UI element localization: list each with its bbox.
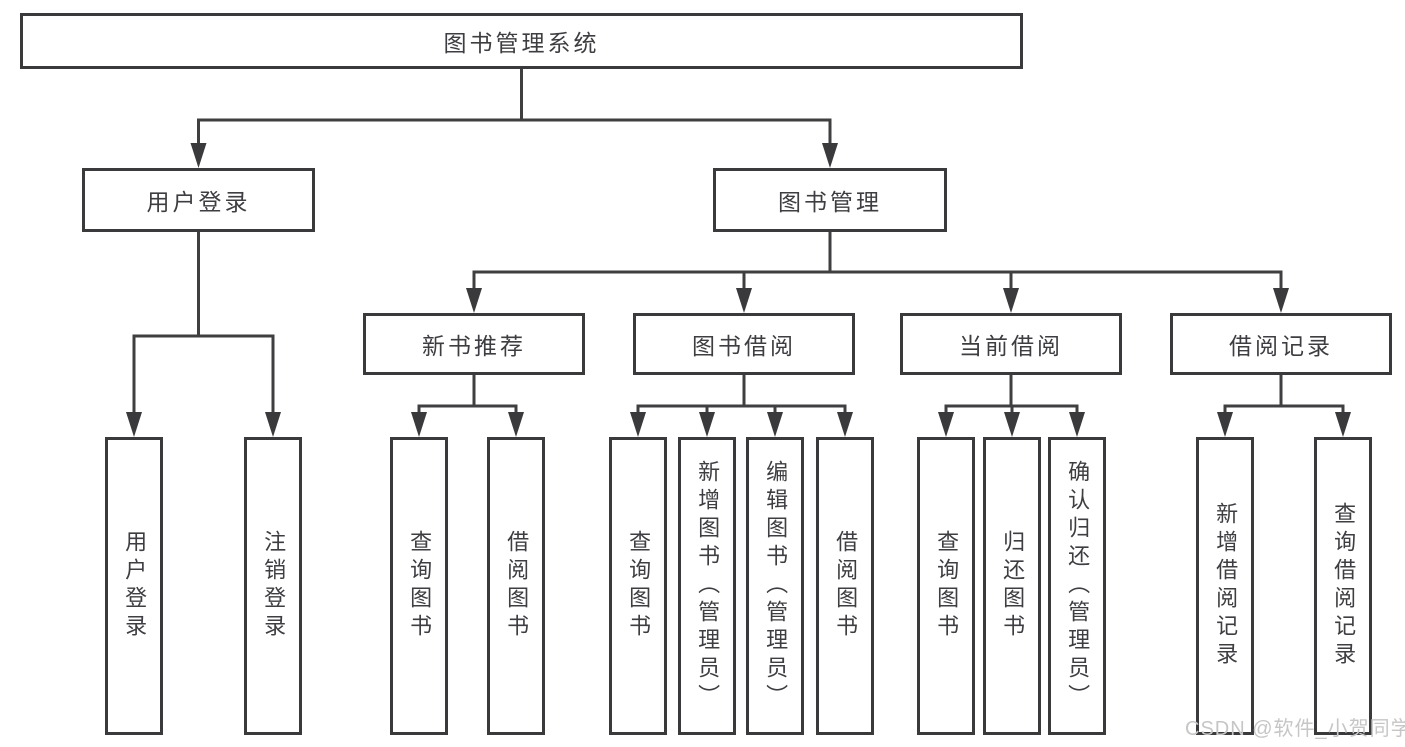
leaf-nb-query-books: 查询图书 xyxy=(390,437,448,735)
leaf-bb-query-books-label: 查询图书 xyxy=(626,530,652,642)
leaf-nb-borrow-books-label: 借阅图书 xyxy=(504,530,530,642)
node-root: 图书管理系统 xyxy=(20,13,1023,69)
leaf-nb-query-books-label: 查询图书 xyxy=(407,530,433,642)
leaf-bb-add-books-admin-label: 新增图书（管理员） xyxy=(695,460,721,712)
leaf-user-login-label: 用户登录 xyxy=(122,530,148,642)
node-borrow-records: 借阅记录 xyxy=(1170,313,1392,375)
node-book-borrow: 图书借阅 xyxy=(633,313,855,375)
leaf-nb-borrow-books: 借阅图书 xyxy=(487,437,545,735)
leaf-cb-confirm-return-admin-label: 确认归还（管理员） xyxy=(1065,460,1091,712)
leaf-bb-query-books: 查询图书 xyxy=(609,437,667,735)
node-book-management-label: 图书管理 xyxy=(778,189,882,215)
node-new-book-recommend: 新书推荐 xyxy=(363,313,585,375)
leaf-logout: 注销登录 xyxy=(244,437,302,735)
node-current-borrow-label: 当前借阅 xyxy=(959,333,1063,359)
leaf-bb-borrow-books-label: 借阅图书 xyxy=(833,530,859,642)
leaf-br-query-record-label: 查询借阅记录 xyxy=(1331,502,1357,670)
leaf-logout-label: 注销登录 xyxy=(261,530,287,642)
leaf-br-add-record-label: 新增借阅记录 xyxy=(1213,502,1239,670)
node-book-management: 图书管理 xyxy=(713,168,947,232)
leaf-bb-edit-books-admin: 编辑图书（管理员） xyxy=(746,437,804,735)
leaf-bb-add-books-admin: 新增图书（管理员） xyxy=(678,437,736,735)
leaf-bb-borrow-books: 借阅图书 xyxy=(816,437,874,735)
leaf-br-add-record: 新增借阅记录 xyxy=(1196,437,1254,735)
node-book-borrow-label: 图书借阅 xyxy=(692,333,796,359)
leaf-cb-query-books: 查询图书 xyxy=(917,437,975,735)
node-user-login: 用户登录 xyxy=(82,168,315,232)
leaf-cb-return-books-label: 归还图书 xyxy=(1000,530,1026,642)
node-user-login-label: 用户登录 xyxy=(146,189,251,215)
node-current-borrow: 当前借阅 xyxy=(900,313,1122,375)
node-root-label: 图书管理系统 xyxy=(443,30,600,56)
leaf-user-login: 用户登录 xyxy=(105,437,163,735)
node-borrow-records-label: 借阅记录 xyxy=(1229,333,1333,359)
csdn-watermark: CSDN @软件_小贺同学 xyxy=(1185,718,1405,740)
leaf-cb-return-books: 归还图书 xyxy=(983,437,1041,735)
leaf-bb-edit-books-admin-label: 编辑图书（管理员） xyxy=(763,460,789,712)
leaf-br-query-record: 查询借阅记录 xyxy=(1314,437,1372,735)
leaf-cb-confirm-return-admin: 确认归还（管理员） xyxy=(1048,437,1106,735)
arrowheads xyxy=(126,143,1351,437)
leaf-cb-query-books-label: 查询图书 xyxy=(934,530,960,642)
node-new-book-recommend-label: 新书推荐 xyxy=(422,333,526,359)
